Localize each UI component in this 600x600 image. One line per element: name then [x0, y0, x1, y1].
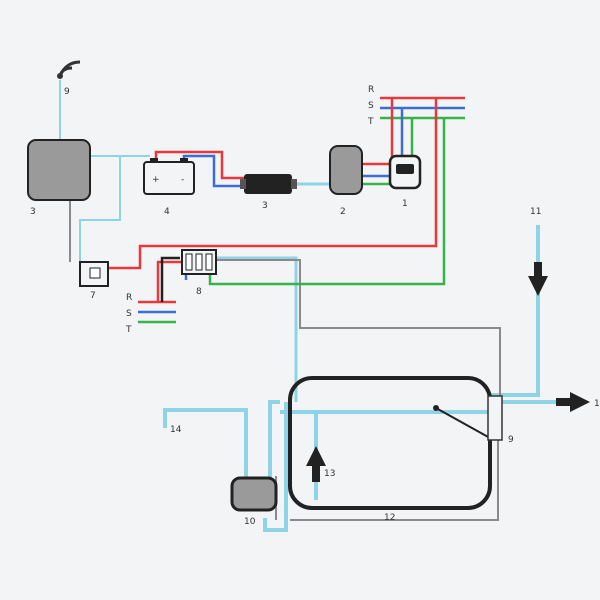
left-outlet-pipe: [163, 408, 248, 478]
phase-top-r: R: [368, 85, 374, 95]
controller-cable-side: [79, 156, 121, 262]
label-tank-sensor: 9: [508, 435, 514, 445]
inline-fuse: [240, 174, 297, 194]
label-display: 10: [244, 517, 256, 527]
tank-float-sensor: [433, 395, 503, 441]
label-battery: 4: [164, 207, 170, 217]
inlet-pipe: [490, 225, 540, 397]
label-outlet-pipe: 14: [170, 425, 182, 435]
controller-unit: [27, 139, 91, 201]
label-antenna: 9: [64, 87, 70, 97]
phase-top-s: S: [368, 101, 374, 111]
right-arrow-icon: [556, 392, 590, 412]
left-phase-r-rise: [156, 260, 184, 302]
up-arrow-icon: [306, 446, 326, 482]
terminal-grey-wire: [210, 259, 501, 440]
pump-unit: [329, 145, 363, 195]
left-phase-black: [160, 256, 180, 302]
svg-text:+: +: [152, 175, 160, 185]
label-meter: 1: [402, 199, 408, 209]
phase-left-t: T: [125, 325, 132, 335]
terminal-block: [181, 249, 217, 275]
display-unit: [230, 476, 278, 512]
water-pipes: [59, 80, 560, 532]
grey-wires: [69, 200, 501, 521]
antenna-icon: [57, 60, 81, 79]
label-controller: 3: [30, 207, 36, 217]
tank: [288, 376, 492, 510]
signal-cable: [188, 256, 298, 402]
label-tank: 12: [384, 513, 395, 523]
label-flow-arrow: 13: [324, 469, 335, 479]
label-fuse: 3: [262, 201, 268, 211]
label-terminal-block: 8: [196, 287, 202, 297]
three-phase-supply-left: [138, 256, 184, 324]
label-outlet-tip: 1: [594, 399, 600, 409]
phase-left-r: R: [126, 293, 132, 303]
meter-icon: [388, 154, 422, 190]
switch-box: [79, 261, 109, 287]
down-arrow-icon: [528, 262, 548, 296]
svg-text:-: -: [181, 175, 184, 185]
phase-top-t: T: [367, 117, 374, 127]
phase-left-s: S: [126, 309, 132, 319]
battery-icon: + -: [143, 158, 195, 195]
label-switch-box: 7: [90, 291, 96, 301]
battery-red-wire: [154, 150, 244, 180]
label-pump-unit: 2: [340, 207, 346, 217]
tank-grey-wire: [290, 440, 499, 521]
display-return-pipe: [263, 402, 288, 532]
phase-r-feed: [108, 98, 438, 270]
pump-meter-wires: [360, 162, 390, 186]
label-inlet-pipe: 11: [530, 207, 541, 217]
